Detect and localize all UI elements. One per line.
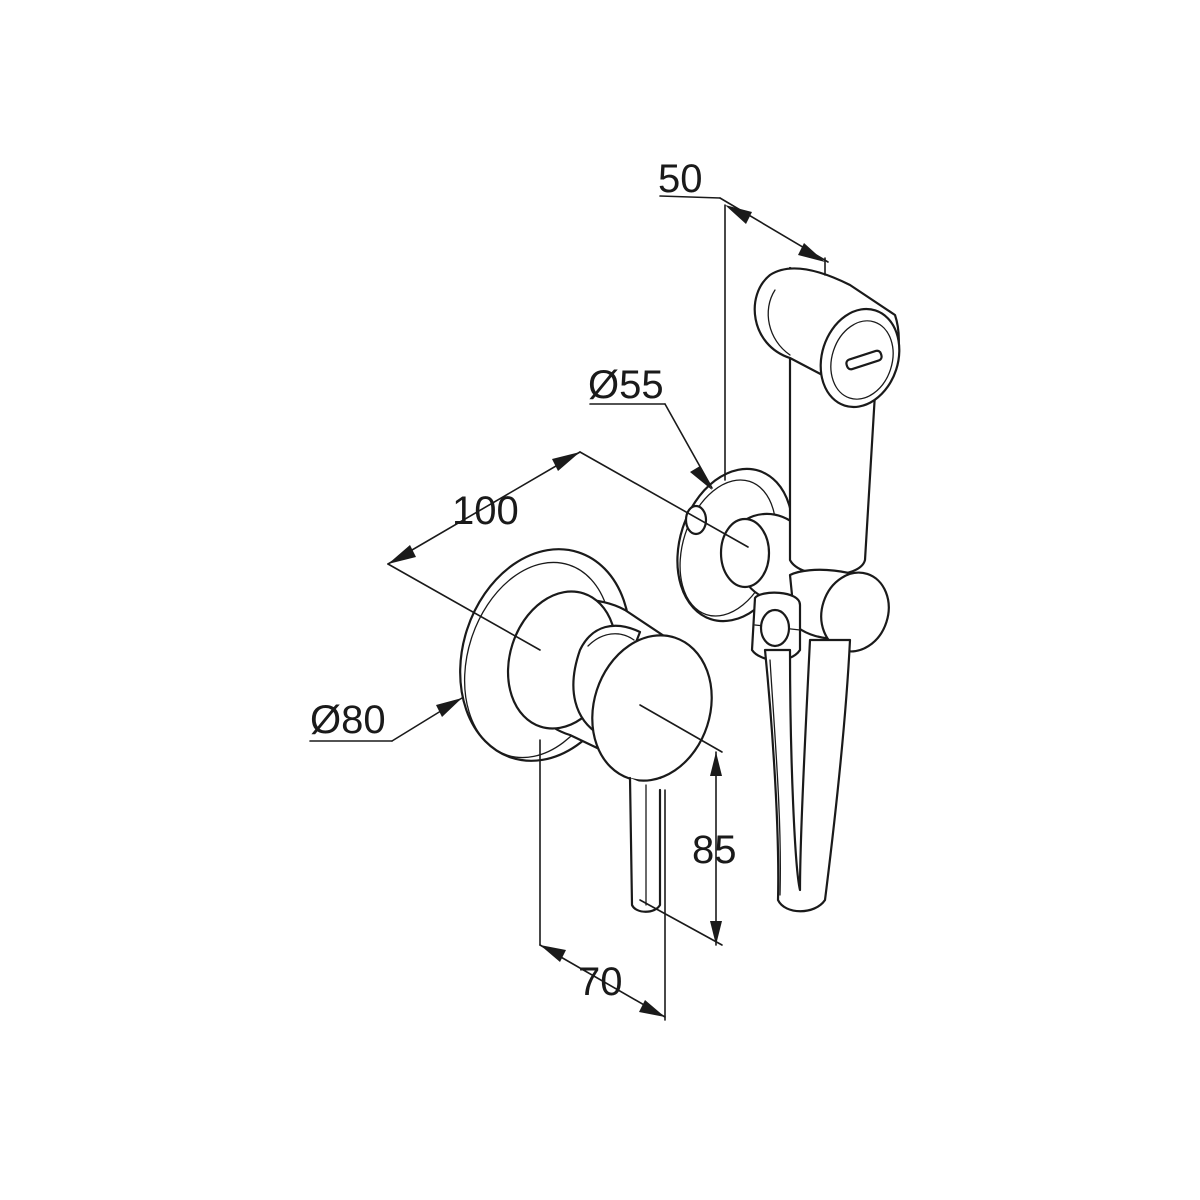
hand-shower-assembly	[676, 266, 901, 913]
lever-handle	[628, 776, 662, 913]
dimension-50	[659, 195, 829, 481]
hose	[763, 638, 852, 913]
dimension-diameter-80	[309, 697, 463, 742]
dim-label-100: 100	[452, 489, 519, 533]
dim-label-85: 85	[692, 828, 737, 872]
valve-body	[506, 590, 713, 782]
dimension-diameter-55	[589, 403, 713, 490]
dimension-100	[387, 451, 749, 651]
dimension-85	[639, 704, 723, 946]
dim-label-diameter-55: Ø55	[588, 363, 664, 407]
mixer-valve	[459, 548, 713, 913]
trigger-button	[788, 568, 890, 653]
dim-label-50: 50	[658, 157, 703, 201]
dimension-70	[539, 739, 666, 1021]
dim-label-70: 70	[578, 960, 623, 1004]
hose-connector	[750, 591, 802, 662]
shower-head	[753, 266, 901, 576]
dim-label-diameter-80: Ø80	[310, 698, 386, 742]
